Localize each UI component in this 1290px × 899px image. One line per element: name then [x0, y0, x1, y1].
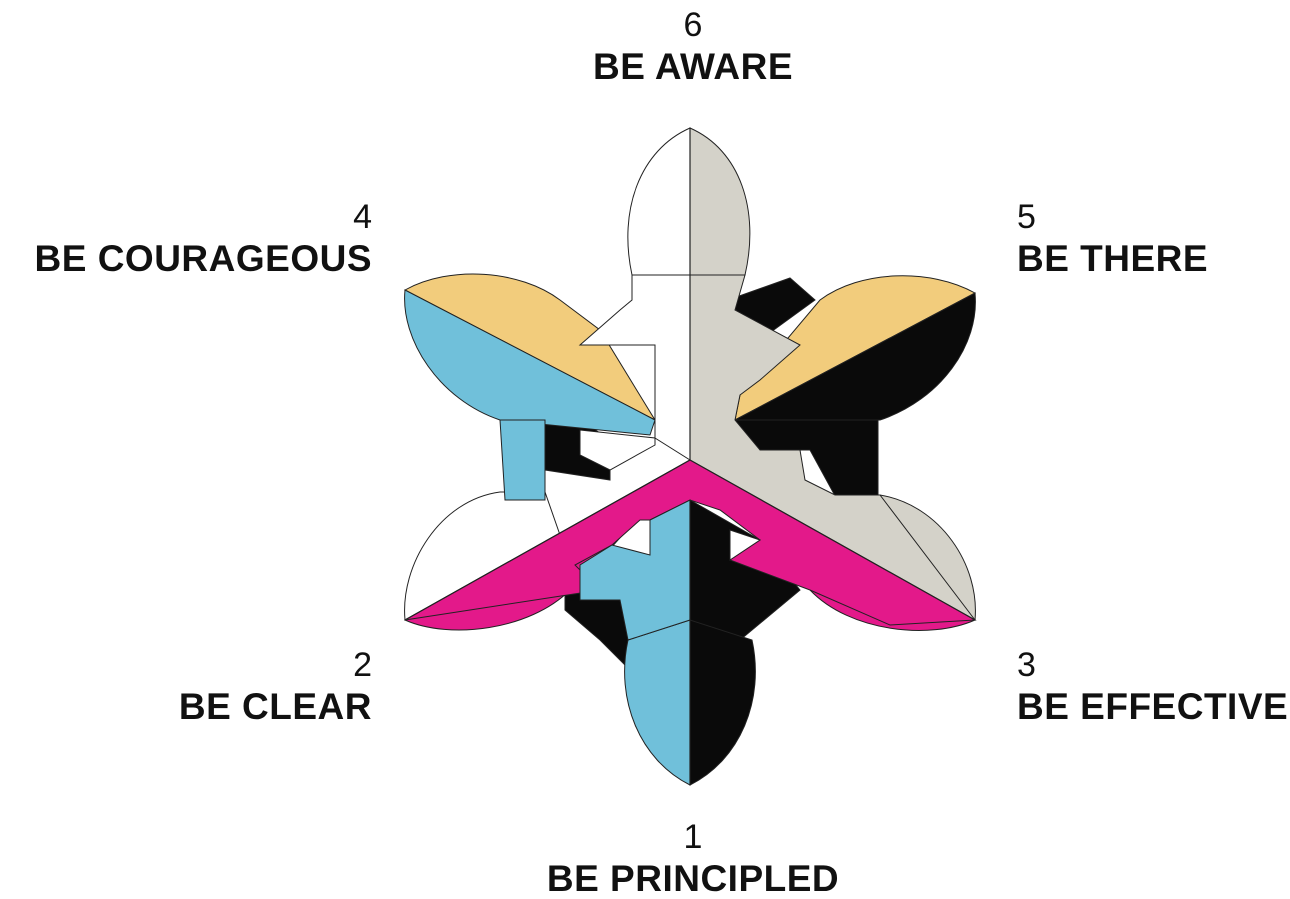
label-be-effective: 3 BE EFFECTIVE [1017, 648, 1288, 725]
petal-bottom-blue [625, 620, 690, 785]
label-number: 6 [593, 8, 793, 42]
label-be-principled: 1 BE PRINCIPLED [547, 820, 839, 897]
petal-upper-left [405, 274, 655, 435]
label-title: BE AWARE [593, 48, 793, 85]
petal-bottom-black [690, 620, 755, 785]
label-title: BE PRINCIPLED [547, 860, 839, 897]
petal-top [628, 128, 750, 275]
label-be-aware: 6 BE AWARE [593, 8, 793, 85]
label-number: 5 [1017, 200, 1208, 234]
label-number: 1 [547, 820, 839, 854]
label-number: 2 [179, 648, 372, 682]
label-number: 4 [35, 200, 372, 234]
petal-top-left-half [628, 128, 690, 275]
emblem-divider-lines [405, 128, 975, 785]
label-title: BE COURAGEOUS [35, 240, 372, 277]
label-title: BE EFFECTIVE [1017, 688, 1288, 725]
label-be-courageous: 4 BE COURAGEOUS [35, 200, 372, 277]
center-left-blue [500, 420, 545, 500]
label-be-there: 5 BE THERE [1017, 200, 1208, 277]
label-number: 3 [1017, 648, 1288, 682]
label-title: BE THERE [1017, 240, 1208, 277]
label-be-clear: 2 BE CLEAR [179, 648, 372, 725]
label-title: BE CLEAR [179, 688, 372, 725]
petal-top-right-half [690, 128, 750, 275]
